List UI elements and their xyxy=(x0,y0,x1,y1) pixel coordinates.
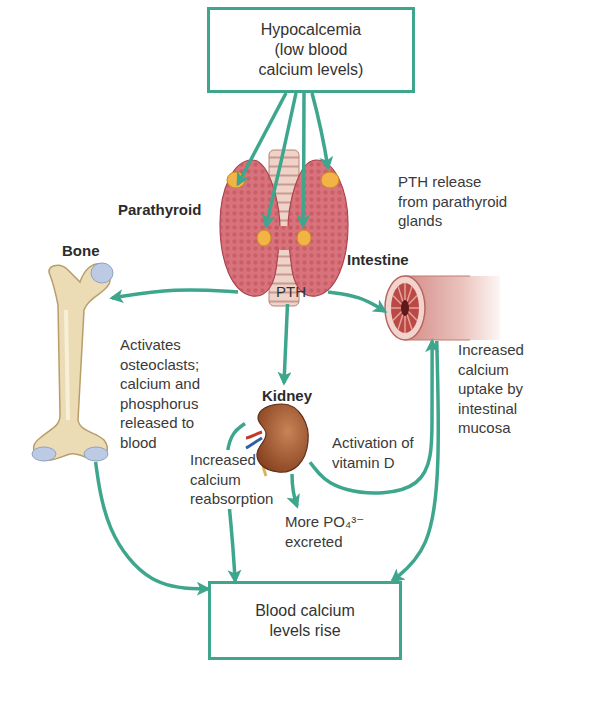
result-box: Blood calcium levels rise xyxy=(208,581,402,660)
organ-heading: Parathyroid xyxy=(118,200,201,219)
annotation-text: More PO₄³⁻ excreted xyxy=(285,512,375,551)
bone-node: Bone xyxy=(30,262,112,462)
annotation-text: PTH release from parathyroid glands xyxy=(398,172,508,231)
annotation-text: Activates osteoclasts; calcium and phosp… xyxy=(120,335,204,452)
flow-arrow xyxy=(310,341,432,493)
organ-heading: Bone xyxy=(62,241,100,260)
fan-arrow xyxy=(266,93,328,226)
parathyroid-gland xyxy=(321,172,339,188)
flow-arrow xyxy=(238,93,286,184)
fan-arrow xyxy=(303,93,304,226)
bone-illustration xyxy=(66,310,68,420)
parathyroid-illustration xyxy=(288,160,348,296)
flow-arrow xyxy=(112,290,238,298)
intestine-illustration xyxy=(391,283,419,333)
intestine-illustration xyxy=(385,276,500,340)
intestine-node: Intestine xyxy=(385,275,500,341)
excretion-arrow xyxy=(292,474,297,506)
edge-label: Increased calcium uptake by intestinal m… xyxy=(458,340,548,438)
edge-label: Activation of vitamin D xyxy=(332,433,427,472)
flow-arrow xyxy=(328,292,385,311)
fan-arrow xyxy=(266,93,296,226)
connector-group xyxy=(96,93,439,589)
bone-illustration xyxy=(32,447,56,461)
parathyroid-node: ParathyroidPTH xyxy=(238,184,328,304)
parathyroid-gland xyxy=(257,230,271,246)
bone-illustration xyxy=(91,263,113,283)
bone-illustration xyxy=(84,447,108,461)
condition-box: Hypocalcemia (low blood calcium levels) xyxy=(207,7,415,93)
parathyroid-illustration xyxy=(272,226,296,250)
hormone-label: PTH xyxy=(276,282,306,301)
parathyroid-gland xyxy=(297,230,311,246)
bone-illustration xyxy=(32,263,113,461)
excretion-arrow xyxy=(292,474,297,506)
box-text: Blood calcium levels rise xyxy=(246,601,364,641)
parathyroid-illustration xyxy=(220,160,280,296)
flow-arrow xyxy=(392,341,438,581)
organ-heading: Kidney xyxy=(262,386,312,405)
box-text: Hypocalcemia (low blood calcium levels) xyxy=(250,20,372,80)
edge-label: Increased calcium reabsorption xyxy=(190,450,274,509)
intestine-illustration xyxy=(401,300,409,316)
parathyroid-illustration xyxy=(272,226,296,250)
flow-arrow xyxy=(284,304,288,383)
organ-heading: Intestine xyxy=(347,250,409,269)
intestine-illustration xyxy=(385,276,425,340)
bone-illustration xyxy=(34,264,111,461)
parathyroid-illustration xyxy=(220,150,348,306)
parathyroid-gland xyxy=(227,172,245,188)
parathyroid-illustration xyxy=(220,160,280,296)
parathyroid-illustration xyxy=(288,160,348,296)
kidney-illustration xyxy=(246,432,262,438)
fan-arrow xyxy=(312,93,328,168)
intestine-illustration xyxy=(391,283,419,333)
